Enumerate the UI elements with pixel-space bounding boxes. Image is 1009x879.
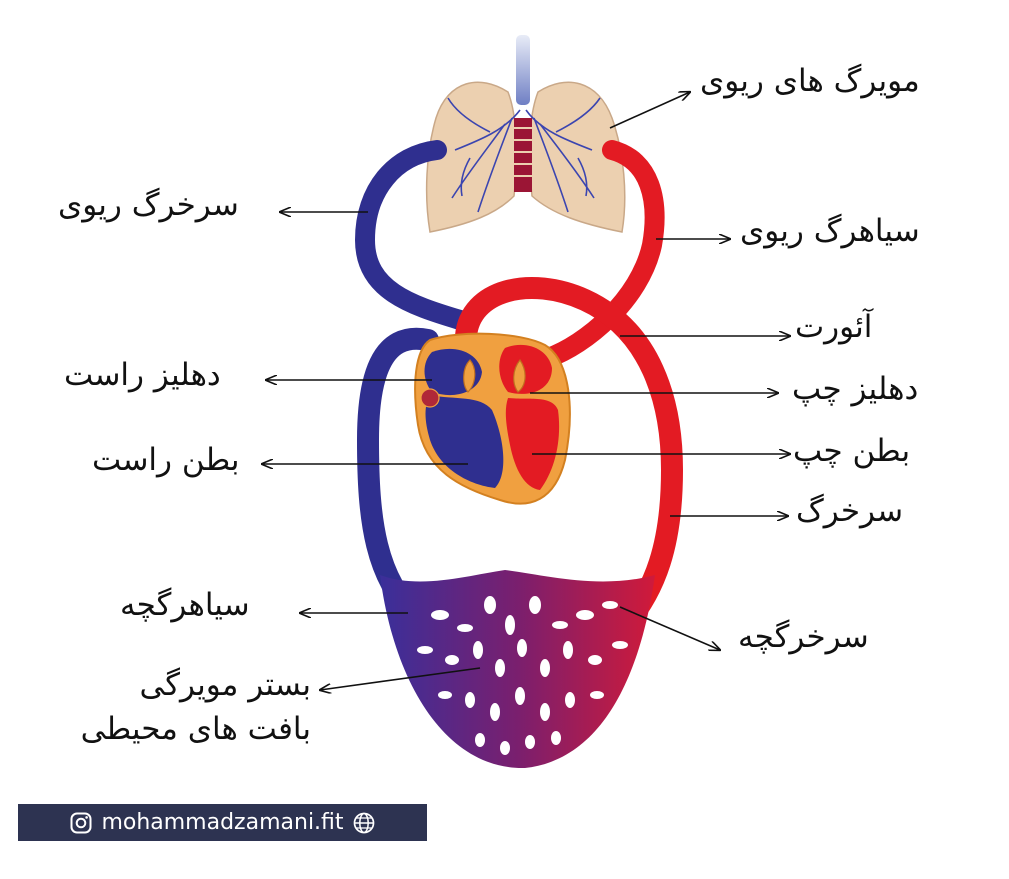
label-capillary-bed-line2: بافت های محیطی (80, 711, 311, 747)
instagram-icon (69, 811, 93, 835)
footer-handle-bar: mohammadzamani.fit (18, 804, 427, 841)
arrow-arteriole (619, 606, 720, 650)
pulmonary-vein-vessel (538, 140, 665, 368)
heart-valves (420, 358, 526, 408)
arrow-pulmonary-capillaries (609, 92, 690, 129)
pointer-arrows (262, 92, 790, 690)
globe-icon (352, 811, 376, 835)
label-aorta: آئورت (795, 309, 873, 345)
bronchi (447, 97, 601, 213)
label-venule: سیاهرگچه (120, 587, 250, 623)
bronchial-tree-core (514, 118, 532, 192)
label-artery: سرخرگ (796, 493, 904, 529)
label-right-atrium: دهلیز راست (64, 357, 221, 393)
left-atrium-chamber (499, 344, 552, 394)
label-arteriole: سرخرگچه (738, 619, 869, 655)
label-pulmonary-artery: سرخرگ ریوی (58, 187, 239, 223)
label-left-ventricle: بطن چپ (793, 433, 911, 469)
heart (414, 332, 571, 505)
label-pulmonary-capillaries: مویرگ های ریوی (700, 63, 920, 99)
label-left-atrium: دهلیز چپ (792, 371, 919, 407)
capillary-bed (380, 570, 655, 769)
lungs (425, 81, 626, 233)
label-pulmonary-vein: سیاهرگ ریوی (740, 213, 920, 249)
label-capillary-bed-line1: بستر مویرگی (139, 667, 311, 703)
left-ventricle-chamber (505, 398, 560, 490)
footer-handle-text: mohammadzamani.fit (101, 810, 344, 835)
label-right-ventricle: بطن راست (92, 442, 240, 478)
arrow-capillary-bed (320, 667, 481, 690)
pulmonary-artery-vessel (354, 140, 470, 330)
right-ventricle-chamber (425, 395, 504, 488)
aorta-vessel (455, 277, 684, 636)
trachea (516, 35, 530, 105)
